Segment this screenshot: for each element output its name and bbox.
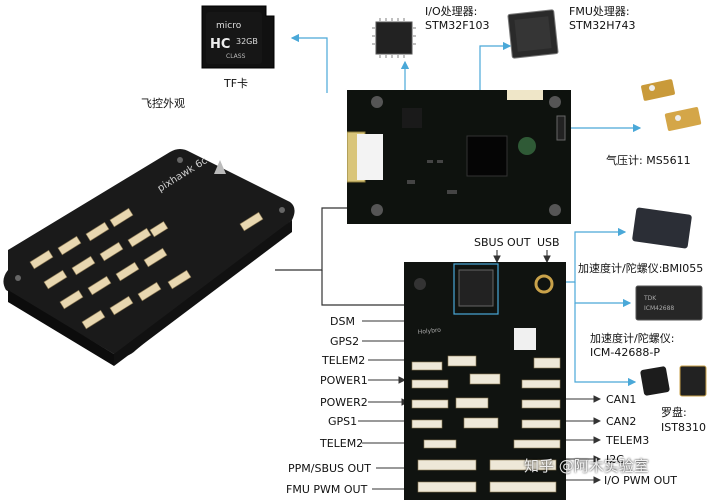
port-fmu-pwm-label: FMU PWM OUT xyxy=(286,483,368,496)
fmu-proc-label: FMU处理器: xyxy=(569,5,630,18)
sd-micro-text: micro xyxy=(216,21,242,31)
svg-text:Holybro: Holybro xyxy=(417,327,441,336)
sd-capacity-text: 32GB xyxy=(236,37,258,46)
port-dsm-label: DSM xyxy=(330,315,355,328)
compass-chip-label: IST8310 xyxy=(661,421,706,434)
port-power2-label: POWER2 xyxy=(320,396,368,409)
usb-label: USB xyxy=(537,236,560,249)
sd-hc-text: HC xyxy=(210,37,230,52)
port-i2c-label: I2C xyxy=(606,453,624,466)
io-processor-chip-image xyxy=(368,16,420,60)
barometer-chip-image xyxy=(636,74,706,138)
port-io-pwm-label: I/O PWM OUT xyxy=(604,474,678,487)
tf-card-link xyxy=(290,33,328,93)
fmu-chip-label: STM32H743 xyxy=(569,19,636,32)
bmi055-chip-image xyxy=(630,205,696,253)
icm-link xyxy=(574,282,632,308)
port-can1-label: CAN1 xyxy=(606,393,637,406)
fc-link xyxy=(275,207,348,271)
imu1-chip-label: BMI055 xyxy=(662,262,704,275)
compass-title-label: 罗盘: xyxy=(661,406,687,419)
io-proc-label: I/O处理器: xyxy=(425,5,478,18)
fmu-processor-chip-image xyxy=(504,8,562,60)
io-chip-label: STM32F103 xyxy=(425,19,490,32)
imu1-title-label: 加速度计/陀螺仪: xyxy=(578,262,663,275)
compass-chip-image xyxy=(638,362,712,404)
pcb-top-image xyxy=(346,90,571,224)
svg-text:TDK: TDK xyxy=(643,295,657,302)
flight-controller-image: pixhawk 6c xyxy=(0,140,300,370)
port-telem2b-label: TELEM2 xyxy=(320,437,364,450)
port-gps2-label: GPS2 xyxy=(330,335,360,348)
port-telem2-label: TELEM2 xyxy=(322,354,366,367)
sbus-out-label: SBUS OUT xyxy=(474,236,531,249)
svg-text:ICM42688: ICM42688 xyxy=(644,305,674,312)
imu2-chip-label: ICM-42688-P xyxy=(590,346,660,359)
pcb-bottom-image: Holybro xyxy=(404,262,566,500)
fc-arrow-icon xyxy=(214,160,226,174)
icm-chip-image: TDK ICM42688 xyxy=(634,282,706,324)
sd-class-text: CLASS xyxy=(226,53,246,60)
compass-link xyxy=(574,303,637,387)
tf-card-label: TF卡 xyxy=(224,77,249,90)
port-ppm-sbus-label: PPM/SBUS OUT xyxy=(288,462,371,475)
tf-card-image: micro HC 32GB CLASS xyxy=(196,4,292,70)
port-telem3-label: TELEM3 xyxy=(606,434,650,447)
fc-link-bottom xyxy=(321,270,405,306)
port-can2-label: CAN2 xyxy=(606,415,637,428)
imu2-title-label: 加速度计/陀螺仪: xyxy=(590,332,675,345)
watermark: 知乎 @阿木实验室 xyxy=(524,457,649,475)
port-gps1-label: GPS1 xyxy=(328,415,358,428)
baro-label: 气压计: MS5611 xyxy=(606,154,691,167)
flight-ctrl-view-label: 飞控外观 xyxy=(141,97,185,110)
port-power1-label: POWER1 xyxy=(320,374,368,387)
